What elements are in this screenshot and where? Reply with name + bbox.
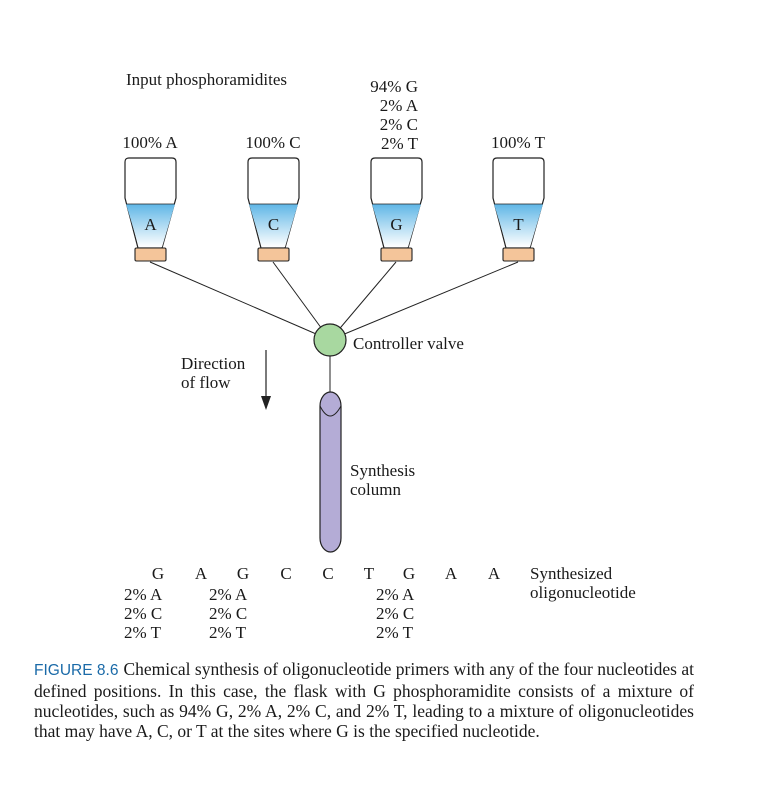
- feed-line-t: [329, 261, 519, 341]
- flask-c-percent: 100% C: [245, 133, 301, 152]
- flask-c-cap: [257, 247, 290, 262]
- sequence-base-7: G: [402, 564, 416, 583]
- flask-a-letter: A: [144, 215, 157, 234]
- synthesis-column-top: [319, 405, 342, 417]
- sequence-base-6: T: [363, 564, 375, 583]
- figure-caption-text: Chemical synthesis of oligonucleotide pr…: [34, 659, 694, 741]
- flask-c-liquid: [249, 204, 298, 247]
- sequence-base-4: C: [280, 564, 292, 583]
- flask-g-letter: G: [390, 215, 403, 234]
- mix-group-3-a: 2% A: [376, 585, 415, 604]
- mix-label-line-2: 2% A: [379, 96, 418, 115]
- flask-g: [370, 157, 423, 262]
- flask-t-letter: T: [513, 215, 524, 234]
- mix-label-line-4: 2% T: [381, 134, 418, 153]
- flask-c-letter: C: [267, 215, 280, 234]
- figure-caption-label: FIGURE 8.6: [34, 662, 119, 679]
- flask-g-liquid: [372, 204, 421, 247]
- flow-arrow: [261, 350, 271, 410]
- mix-label-line-3: 2% C: [379, 115, 418, 134]
- column-label-line-1: Synthesis: [350, 461, 416, 480]
- product-label-line-1: Synthesized: [530, 564, 613, 583]
- sequence-base-1: G: [151, 564, 165, 583]
- flask-t-cap: [502, 247, 535, 262]
- flow-label-line-2: of flow: [181, 373, 231, 392]
- sequence-base-8: A: [444, 564, 458, 583]
- sequence-base-2: A: [194, 564, 208, 583]
- controller-valve: [313, 323, 347, 357]
- feed-lines: [149, 261, 519, 392]
- flask-a: [124, 157, 177, 262]
- flask-t-percent: 100% T: [491, 133, 545, 152]
- feed-line-g: [329, 261, 397, 341]
- mix-group-3-c: 2% C: [376, 604, 415, 623]
- mix-group-3-t: 2% T: [376, 623, 413, 642]
- flow-label-line-1: Direction: [181, 354, 246, 373]
- flask-a-cap: [134, 247, 167, 262]
- column-label-line-2: column: [350, 480, 401, 499]
- mix-group-2-a: 2% A: [209, 585, 248, 604]
- mix-group-2-t: 2% T: [209, 623, 246, 642]
- product-label-line-2: oligonucleotide: [530, 583, 636, 602]
- flask-g-cap: [380, 247, 413, 262]
- sequence-base-3: G: [236, 564, 250, 583]
- flask-a-liquid: [126, 204, 175, 247]
- mix-group-1-c: 2% C: [124, 604, 163, 623]
- flask-t-liquid: [494, 204, 543, 247]
- sequence-base-5: C: [322, 564, 334, 583]
- sequence-base-9: A: [487, 564, 501, 583]
- flask-t: [492, 157, 545, 262]
- synthesis-column: [319, 391, 342, 553]
- flask-a-percent: 100% A: [122, 133, 178, 152]
- controller-valve-label: Controller valve: [353, 334, 464, 353]
- feed-line-a: [149, 261, 331, 341]
- input-phosphoramidites-label: Input phosphoramidites: [126, 70, 288, 89]
- mix-group-2-c: 2% C: [209, 604, 248, 623]
- mix-group-1-a: 2% A: [124, 585, 163, 604]
- mix-label-line-1: 94% G: [370, 77, 418, 96]
- mix-group-1-t: 2% T: [124, 623, 161, 642]
- flask-c: [247, 157, 300, 262]
